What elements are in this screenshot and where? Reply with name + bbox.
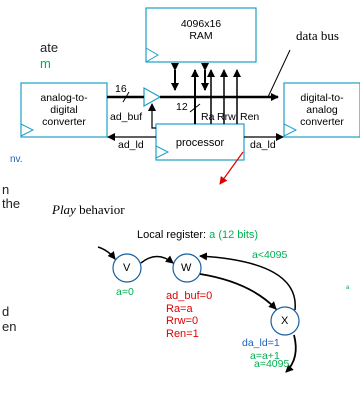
stray-mark: a: [346, 285, 350, 291]
left-fragment-5: the: [2, 196, 21, 211]
v-to-w-arrow: [140, 255, 174, 264]
rrw-label: Rrw: [217, 111, 236, 123]
cond-exit: a=4095: [254, 358, 290, 370]
state-x-label: X: [281, 315, 289, 327]
fsm: [97, 246, 300, 373]
ram-block: [145, 7, 257, 63]
ad-buf-label: ad_buf: [110, 111, 143, 123]
register-value: a (12 bits): [209, 229, 259, 241]
x-action-1: da_ld=1: [242, 337, 280, 349]
behavior-title: Play behavior: [52, 203, 125, 216]
da-ld-label: da_ld: [250, 139, 276, 151]
register-line: Local register: a (12 bits): [137, 230, 258, 241]
ad-ld-label: ad_ld: [118, 139, 144, 151]
left-fragment-2: m: [40, 56, 51, 71]
w-action-3: Rrw=0: [166, 315, 199, 327]
w-actions: ad_buf=0 Ra=a Rrw=0 Ren=1: [166, 290, 212, 340]
dac-block: [283, 82, 360, 138]
ad-buf-wire: [148, 103, 156, 129]
v-action: a=0: [116, 286, 134, 298]
left-fragment-7: en: [2, 319, 17, 334]
entry-arrow: [97, 246, 116, 260]
state-w-label: W: [181, 262, 192, 274]
behavior-title-italic: Play: [52, 202, 76, 217]
left-fragment-1: ate: [40, 40, 59, 55]
adc-label: analog-to- digital converter: [21, 92, 107, 128]
state-w-circle: [172, 253, 202, 283]
adc-width-label: 16: [115, 83, 127, 95]
addr-width-label: 12: [176, 101, 188, 113]
w-action-1: ad_buf=0: [166, 290, 213, 302]
adc-label-line3: converter: [42, 116, 86, 128]
ren-label: Ren: [240, 111, 260, 123]
w-action-4: Ren=1: [166, 327, 199, 340]
adc-label-line1: analog-to-: [40, 92, 88, 104]
wires: [107, 49, 291, 141]
state-v-circle: [112, 253, 142, 283]
w-action-2: Ra=a: [166, 302, 193, 315]
state-v-label: V: [123, 262, 131, 274]
adc-label-line2: digital: [50, 104, 78, 116]
ram-label: 4096x16 RAM: [146, 18, 256, 42]
register-label: Local register:: [137, 229, 210, 241]
exit-arrow: [285, 334, 297, 373]
dac-label-line3: converter: [300, 116, 344, 128]
dac-label-line2: analog: [306, 104, 338, 116]
left-fragment-4: n: [2, 182, 10, 197]
x-actions: da_ld=1 a=a+1: [242, 337, 280, 362]
state-x-circle: [270, 306, 300, 336]
processor-block: [155, 123, 245, 161]
behavior-title-rest: behavior: [75, 202, 125, 217]
dac-label-line1: digital-to-: [300, 92, 344, 104]
dac-label: digital-to- analog converter: [284, 92, 360, 128]
processor-label: processor: [175, 137, 225, 149]
adc-block: [20, 82, 108, 138]
ram-label-line2: RAM: [189, 30, 213, 42]
data-bus-label: data bus: [296, 28, 339, 43]
x-action-2: a=a+1: [250, 349, 280, 362]
cond-loop: a<4095: [252, 249, 288, 261]
red-pointer-arrow: [219, 151, 244, 185]
ram-label-line1: 4096x16: [180, 18, 222, 30]
ra-label: Ra: [201, 111, 215, 123]
left-fragment-3: nv.: [10, 154, 23, 165]
tristate-buffer: [143, 86, 162, 108]
left-fragment-6: d: [2, 304, 10, 319]
w-to-x-arrow: [199, 273, 277, 310]
x-to-w-loop-arrow: [199, 252, 296, 311]
